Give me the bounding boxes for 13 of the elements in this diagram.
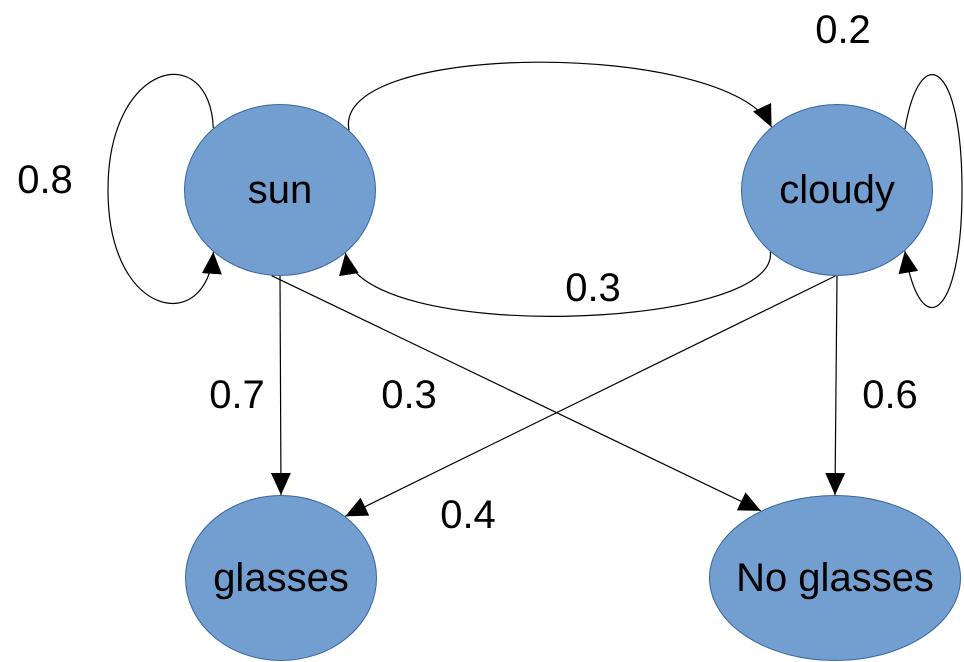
state-label: cloudy [779,168,895,212]
state-ellipse [709,495,961,661]
state-ellipse [741,104,933,276]
arrow [270,276,291,495]
state-label: glasses [213,556,349,600]
self-loop-arrow [107,74,220,304]
state-label: No glasses [736,556,934,600]
self-loop-arrow [899,74,963,308]
arrow [348,62,772,130]
arrow [825,276,846,495]
state-ellipse [185,495,377,661]
state-ellipse [184,104,376,276]
state-label: sun [248,168,312,212]
